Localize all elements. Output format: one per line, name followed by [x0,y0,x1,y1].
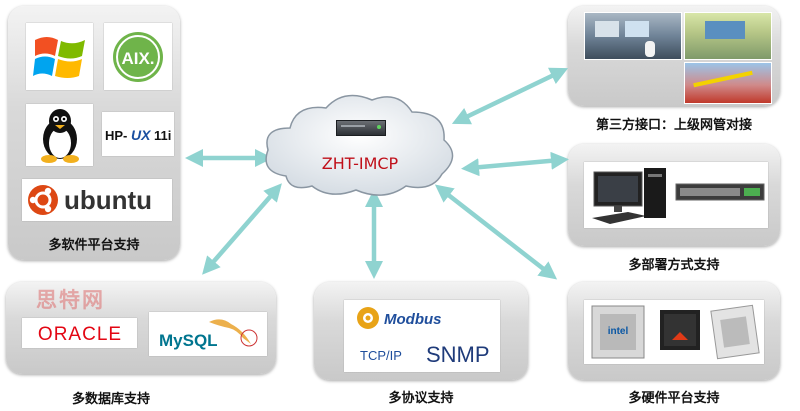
ubuntu-text: ubuntu [64,185,152,215]
windows-logo [26,23,93,90]
fire-truck-photo [684,62,772,104]
oracle-logo: ORACLE [22,318,137,348]
thirdparty-caption: 第三方接口：上级网管对接 [595,118,752,133]
protocol-logos-box: Modbus TCP/IP SNMP [344,300,500,372]
deployment-panel: 多部署方式支持 [568,144,780,273]
database-panel: 思特网 ORACLE MySQL 多数据库支持 [6,282,276,407]
tux-icon [40,109,79,163]
control-room-photo-2 [684,12,772,60]
arrow-thirdparty [451,67,569,125]
svg-text:UX: UX [131,127,152,143]
hardware-chips-box: intel [584,300,764,364]
deployment-image-box [584,162,768,228]
svg-text:Modbus: Modbus [384,311,442,328]
intel-chip-icon: intel [591,305,645,359]
hpux-logo: HP- UX 11i [102,112,174,156]
network-switch-icon [675,183,765,201]
desktop-pc-icon [592,168,666,224]
protocol-caption: 多协议支持 [388,391,454,406]
center-label: ZHT-IMCP [321,154,399,173]
mysql-logo: MySQL [149,312,267,356]
linux-tux-logo [26,104,93,166]
ubuntu-circle-icon [28,185,58,215]
svg-text:intel: intel [608,326,629,337]
hardware-panel: intel 多硬件平台支持 [568,282,780,406]
deployment-caption: 多部署方式支持 [628,258,720,273]
tcpip-text: TCP/IP [360,348,402,363]
aix-text: AIX. [121,49,154,68]
svg-text:HP-: HP- [105,128,127,143]
modbus-logo: Modbus [357,307,442,329]
windows-flag-icon [32,36,85,78]
watermark-text: 思特网 [36,288,105,312]
database-caption: 多数据库支持 [71,392,150,407]
server-icon [336,120,386,136]
control-room-photo-1 [584,12,682,60]
svg-text:11i: 11i [154,128,171,143]
aix-logo: AIX. [104,23,172,90]
cloud-icon [265,94,454,196]
arrow-deploy [461,151,569,177]
protocol-panel: Modbus TCP/IP SNMP 多协议支持 [314,282,528,406]
software-platform-panel: AIX. HP- UX 11i [8,6,180,260]
processor-chip-icon [710,304,760,360]
hardware-caption: 多硬件平台支持 [628,391,720,406]
center-cloud: ZHT-IMCP [256,84,464,204]
oracle-text: ORACLE [37,324,121,344]
arm-chip-icon [660,310,700,350]
ubuntu-logo: ubuntu [22,179,172,221]
mysql-text: MySQL [159,331,218,350]
dolphin-icon [209,319,251,344]
snmp-text: SNMP [426,342,490,367]
thirdparty-panel: 第三方接口：上级网管对接 [568,6,780,133]
software-platform-caption: 多软件平台支持 [48,238,140,253]
